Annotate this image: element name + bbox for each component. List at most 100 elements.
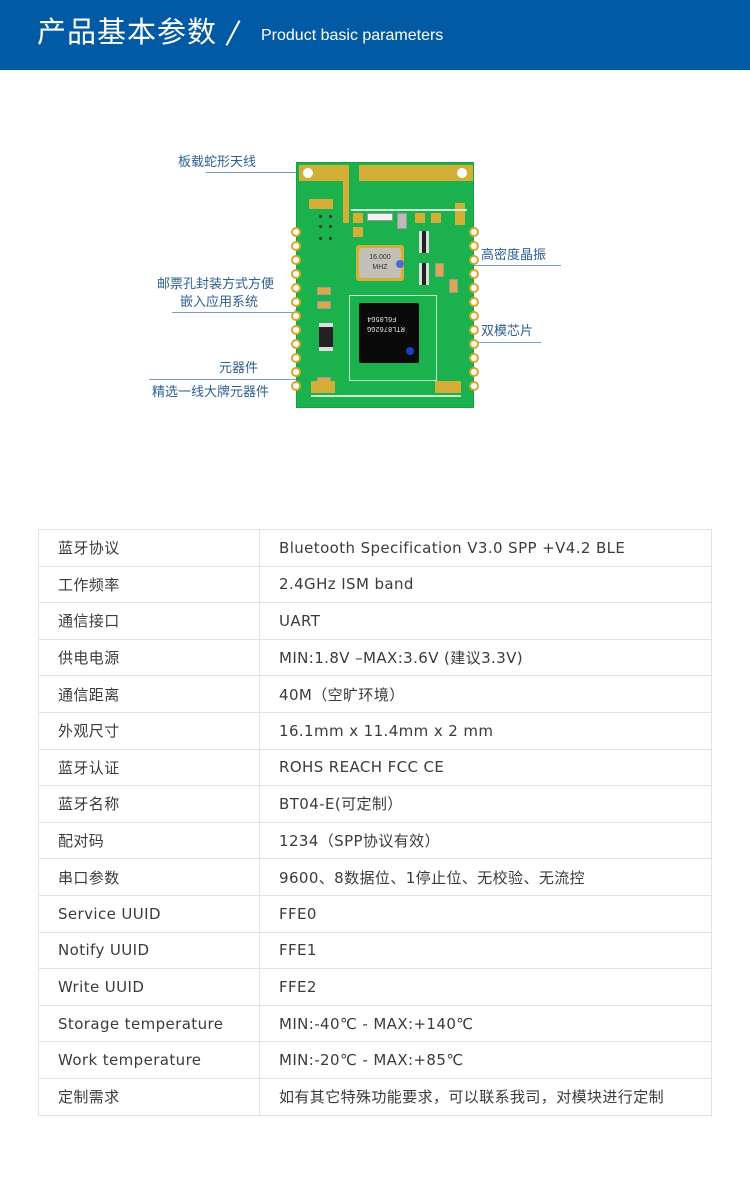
page-title-cn: 产品基本参数 (37, 15, 218, 49)
table-row: 配对码 1234（SPP协议有效） (38, 821, 712, 860)
crystal-unit: MHZ (372, 264, 388, 271)
pad (435, 381, 461, 393)
inductor (319, 323, 333, 351)
smd-capacitor (449, 279, 458, 293)
leader-crystal (404, 265, 561, 266)
spec-key: Work temperature (38, 1041, 260, 1079)
castellated-pad (291, 311, 301, 321)
crystal-oscillator: 16.000 MHZ (356, 245, 404, 281)
spec-key: 供电电源 (38, 638, 260, 677)
spec-key: 通信接口 (38, 602, 260, 640)
smd-capacitor (435, 263, 444, 277)
castellated-pad (469, 339, 479, 349)
spec-value: 40M（空旷环境） (259, 675, 712, 713)
spec-key: 外观尺寸 (38, 711, 260, 750)
pad (309, 199, 333, 209)
spec-value: 16.1mm x 11.4mm x 2 mm (259, 711, 712, 750)
castellated-pad (469, 381, 479, 391)
label-components-line1: 元器件 (219, 361, 259, 376)
spec-value: 9600、8数据位、1停止位、无校验、无流控 (259, 858, 712, 896)
leader-stamp-hole (172, 312, 298, 313)
spec-key: 配对码 (38, 821, 260, 860)
trace (351, 209, 467, 211)
spec-value: MIN:-20℃ - MAX:+85℃ (259, 1041, 712, 1079)
leader-antenna (206, 172, 330, 173)
castellated-pad (469, 325, 479, 335)
bluetooth-module-pcb: 16.000 MHZ RTL8762GG F6L05G4 (291, 162, 479, 408)
spec-value: ROHS REACH FCC CE (259, 748, 712, 787)
spec-value: 如有其它特殊功能要求，可以联系我司，对模块进行定制 (259, 1077, 712, 1116)
label-antenna: 板载蛇形天线 (178, 155, 257, 170)
table-row: 串口参数 9600、8数据位、1停止位、无校验、无流控 (38, 858, 712, 896)
castellated-pad (291, 381, 301, 391)
via (329, 225, 332, 228)
pad (353, 227, 363, 237)
castellated-pad (469, 353, 479, 363)
spec-key: Storage temperature (38, 1004, 260, 1043)
crystal-frequency: 16.000 (369, 254, 391, 261)
capacitor (397, 213, 407, 229)
via (329, 237, 332, 240)
smd-resistor (317, 287, 331, 295)
header-banner: 产品基本参数 Product basic parameters (0, 0, 750, 70)
pad (431, 213, 441, 223)
trace (349, 295, 437, 381)
table-row: 蓝牙协议 Bluetooth Specification V3.0 SPP +V… (38, 529, 712, 567)
spec-value: FFE2 (259, 968, 712, 1006)
castellated-pad (469, 311, 479, 321)
table-row: Notify UUID FFE1 (38, 931, 712, 970)
spec-value: FFE0 (259, 894, 712, 933)
castellated-pad (291, 325, 301, 335)
trace (311, 395, 461, 397)
spec-key: Service UUID (38, 894, 260, 933)
antenna-feed (343, 165, 349, 223)
mounting-hole (457, 168, 467, 178)
castellated-pad (291, 339, 301, 349)
antenna-trace (359, 165, 473, 181)
via (319, 215, 322, 218)
spec-key: 蓝牙名称 (38, 785, 260, 823)
title-divider-slash (225, 20, 241, 46)
label-components-line2: 精选一线大牌元器件 (152, 385, 270, 400)
castellated-pad (469, 297, 479, 307)
pad (455, 203, 465, 225)
spec-key: 定制需求 (38, 1077, 260, 1116)
label-stamp-hole-line2: 嵌入应用系统 (180, 295, 259, 310)
castellated-pad (291, 269, 301, 279)
table-row: Service UUID FFE0 (38, 894, 712, 933)
resistor (367, 213, 393, 221)
table-row: Write UUID FFE2 (38, 968, 712, 1006)
castellated-pad (469, 255, 479, 265)
spec-value: MIN:-40℃ - MAX:+140℃ (259, 1004, 712, 1043)
spec-value: FFE1 (259, 931, 712, 970)
label-stamp-hole-line1: 邮票孔封装方式方便 (157, 277, 275, 292)
castellated-pad (469, 367, 479, 377)
castellated-pad (291, 241, 301, 251)
table-row: 供电电源 MIN:1.8V –MAX:3.6V (建议3.3V) (38, 638, 712, 677)
spec-table: 蓝牙协议 Bluetooth Specification V3.0 SPP +V… (38, 529, 712, 1116)
marker-dot-chip (406, 347, 414, 355)
spec-key: Notify UUID (38, 931, 260, 970)
spec-value: 1234（SPP协议有效） (259, 821, 712, 860)
castellated-pad (469, 241, 479, 251)
table-row: 通信距离 40M（空旷环境） (38, 675, 712, 713)
spec-value: 2.4GHz ISM band (259, 565, 712, 604)
castellated-pad (291, 227, 301, 237)
spec-value: Bluetooth Specification V3.0 SPP +V4.2 B… (259, 529, 712, 567)
via (329, 215, 332, 218)
via (319, 225, 322, 228)
crystal-marking: 16.000 MHZ (359, 248, 401, 278)
label-chip: 双模芯片 (481, 324, 534, 339)
castellated-pad (291, 367, 301, 377)
table-row: Work temperature MIN:-20℃ - MAX:+85℃ (38, 1041, 712, 1079)
table-row: 蓝牙认证 ROHS REACH FCC CE (38, 748, 712, 787)
pad (311, 381, 335, 393)
label-crystal: 高密度晶振 (481, 248, 547, 263)
via (319, 237, 322, 240)
table-row: 定制需求 如有其它特殊功能要求，可以联系我司，对模块进行定制 (38, 1077, 712, 1116)
spec-key: 工作频率 (38, 565, 260, 604)
mounting-hole (303, 168, 313, 178)
castellated-pad (469, 227, 479, 237)
spec-value: MIN:1.8V –MAX:3.6V (建议3.3V) (259, 638, 712, 677)
table-row: Storage temperature MIN:-40℃ - MAX:+140℃ (38, 1004, 712, 1043)
